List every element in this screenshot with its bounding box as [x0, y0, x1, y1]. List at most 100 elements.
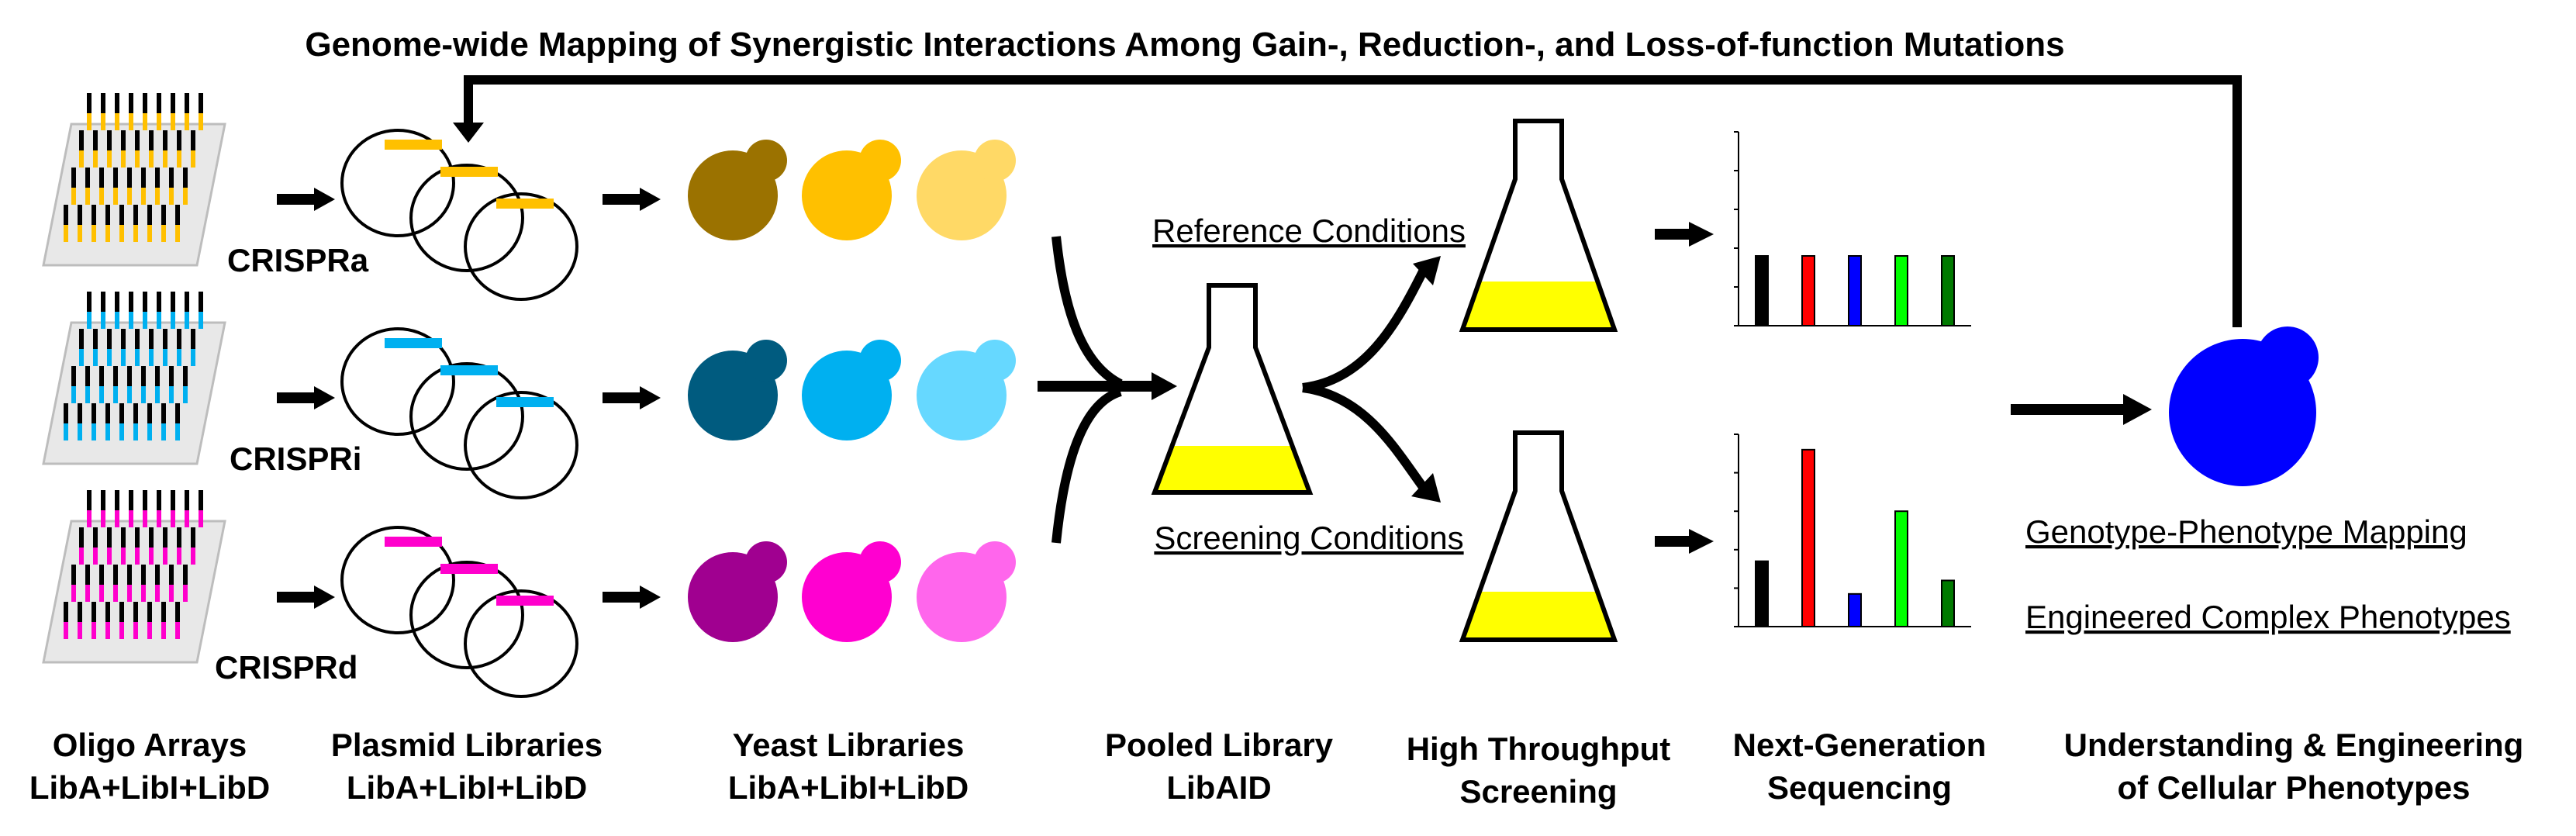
oligo-strand: [141, 565, 146, 585]
oligo-strand: [87, 93, 92, 113]
oligo-tag: [143, 312, 147, 329]
plasmid-insert: [440, 564, 498, 574]
stage-screening-line1: High Throughput: [1407, 731, 1671, 767]
yeast-cell: [688, 340, 787, 440]
oligo-tag: [85, 386, 90, 403]
oligo-strand: [163, 130, 167, 150]
oligo-strand: [177, 527, 181, 548]
oligo-strand: [183, 366, 188, 386]
yeast-bud: [859, 140, 901, 181]
chart-bar: [1894, 255, 1908, 326]
oligo-tag: [133, 225, 138, 242]
stage-sequencing-line2: Sequencing: [1767, 769, 1952, 806]
yeast-bud: [974, 140, 1016, 181]
oligo-tag: [129, 113, 133, 130]
yeast-bud: [974, 541, 1016, 583]
flask-to-chart-arrows: [1655, 222, 1714, 554]
array-slide: [42, 123, 226, 267]
oligo-tag: [143, 113, 147, 130]
reference-screening-flask: [1459, 119, 1618, 332]
oligo-strand: [163, 329, 167, 349]
oligo-tag: [71, 188, 76, 205]
oligo-tag: [149, 150, 154, 168]
oligo-strand: [121, 527, 126, 548]
oligo-tag: [64, 225, 68, 242]
oligo-tag: [175, 225, 180, 242]
oligo-tag: [147, 225, 152, 242]
yeast-cell: [688, 140, 787, 240]
row-arrows: [277, 188, 661, 609]
diagram-title: Genome-wide Mapping of Synergistic Inter…: [305, 26, 2064, 64]
oligo-tag: [177, 349, 181, 366]
flasks: [1151, 119, 1618, 642]
oligo-strand: [157, 490, 161, 510]
oligo-tag: [92, 225, 96, 242]
stage-captions: Oligo Arrays LibA+LibI+LibD Plasmid Libr…: [29, 727, 2524, 810]
oligo-tag: [149, 349, 154, 366]
chart-bar: [1801, 255, 1815, 326]
oligo-tag: [191, 548, 195, 565]
oligo-tag: [141, 188, 146, 205]
oligo-tag: [107, 548, 112, 565]
oligo-strand: [133, 602, 138, 622]
yeast-bud: [859, 541, 901, 583]
oligo-strand: [199, 490, 203, 510]
oligo-strand: [143, 292, 147, 312]
oligo-tag: [115, 113, 119, 130]
oligo-strand: [119, 403, 124, 423]
oligo-tag: [135, 349, 140, 366]
flask-media: [1462, 282, 1614, 330]
oligo-strand: [129, 292, 133, 312]
crispr-label-a: CRISPRa: [227, 242, 369, 278]
bar-chart-screening: [1734, 434, 1971, 628]
oligo-strand: [71, 565, 76, 585]
oligo-tag: [107, 349, 112, 366]
oligo-tag: [93, 150, 98, 168]
pool-merge-arrows: [1038, 236, 1177, 544]
oligo-tag: [121, 349, 126, 366]
oligo-strand: [129, 93, 133, 113]
oligo-tag: [93, 349, 98, 366]
oligo-tag: [163, 548, 167, 565]
oligo-strand: [64, 403, 68, 423]
oligo-tag: [133, 423, 138, 440]
oligo-strand: [185, 490, 189, 510]
oligo-strand: [105, 403, 110, 423]
stage-screening-line2: Screening: [1459, 773, 1617, 810]
oligo-tag: [71, 585, 76, 602]
oligo-strand: [99, 168, 104, 188]
stage-pooled-line1: Pooled Library: [1105, 727, 1334, 763]
oligo-tag: [85, 585, 90, 602]
oligo-strand: [199, 292, 203, 312]
oligo-tag: [78, 423, 82, 440]
oligo-tag: [127, 386, 132, 403]
oligo-strand: [157, 93, 161, 113]
plasmid-libraries: [340, 129, 578, 698]
oligo-tag: [107, 150, 112, 168]
oligo-strand: [147, 602, 152, 622]
plasmid-insert: [385, 140, 442, 150]
yeast-bud: [745, 140, 787, 181]
oligo-strand: [79, 130, 84, 150]
crispr-label-i: CRISPRi: [230, 440, 361, 477]
oligo-strand: [191, 527, 195, 548]
arrowhead: [640, 188, 661, 211]
arrowhead: [640, 386, 661, 409]
oligo-tag: [169, 386, 174, 403]
yeast-cell: [802, 140, 901, 240]
oligo-strand: [93, 329, 98, 349]
oligo-strand: [127, 168, 132, 188]
oligo-strand: [93, 527, 98, 548]
oligo-strand: [177, 329, 181, 349]
oligo-strand: [149, 329, 154, 349]
oligo-strand: [141, 168, 146, 188]
oligo-strand: [191, 130, 195, 150]
oligo-tag: [87, 113, 92, 130]
arrowhead: [2123, 394, 2152, 425]
oligo-tag: [129, 510, 133, 527]
split-arrows: [1302, 256, 1441, 503]
stage-plasmid-line2: LibA+LibI+LibD: [347, 769, 587, 806]
plasmid-ring: [340, 129, 455, 237]
oligo-strand: [147, 205, 152, 225]
